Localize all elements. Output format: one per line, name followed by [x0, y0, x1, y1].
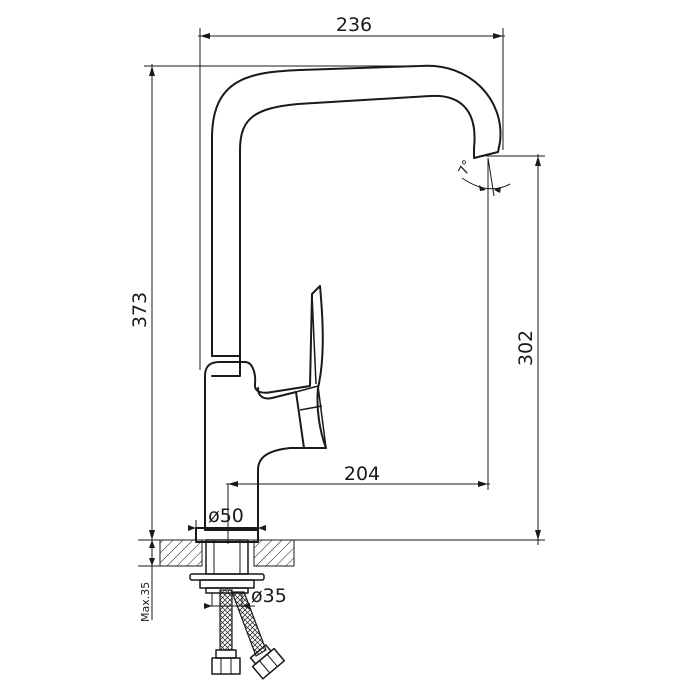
- hose-left: [219, 589, 233, 651]
- hole-diameter-label: ø35: [251, 585, 287, 607]
- hose-fitting-right: [249, 644, 286, 680]
- dimension-spout-height-302: 302: [486, 154, 545, 545]
- spout-angle-label: 7°: [456, 158, 476, 178]
- dimension-height-373: 373: [129, 64, 420, 540]
- shank: [205, 539, 249, 575]
- base-body: [204, 375, 327, 531]
- mixer-body: [204, 285, 327, 449]
- supply-hoses: [211, 589, 286, 680]
- base-diameter-label: ø50: [208, 505, 244, 527]
- spout-collar: [211, 355, 241, 377]
- width-label: 236: [336, 14, 372, 36]
- mounting-washer: [189, 573, 265, 581]
- hose-right: [231, 591, 267, 657]
- max-thickness-label: Max.35: [139, 582, 152, 622]
- dimension-base-diameter: ø50: [188, 484, 266, 544]
- reach-label: 204: [344, 463, 380, 485]
- total-height-label: 373: [129, 292, 151, 328]
- hose-fitting-left: [211, 649, 241, 675]
- countertop-section: [138, 539, 545, 567]
- lever-line: [311, 293, 317, 385]
- spout-outline: [211, 64, 502, 357]
- dimension-max-thickness: Max.35: [139, 540, 155, 622]
- spout-height-label: 302: [515, 330, 537, 366]
- dimension-spout-angle: 7°: [456, 157, 511, 200]
- dimension-reach-204: 204: [226, 180, 490, 490]
- dimension-width-236: 236: [198, 14, 505, 370]
- mounting-nut: [199, 579, 255, 589]
